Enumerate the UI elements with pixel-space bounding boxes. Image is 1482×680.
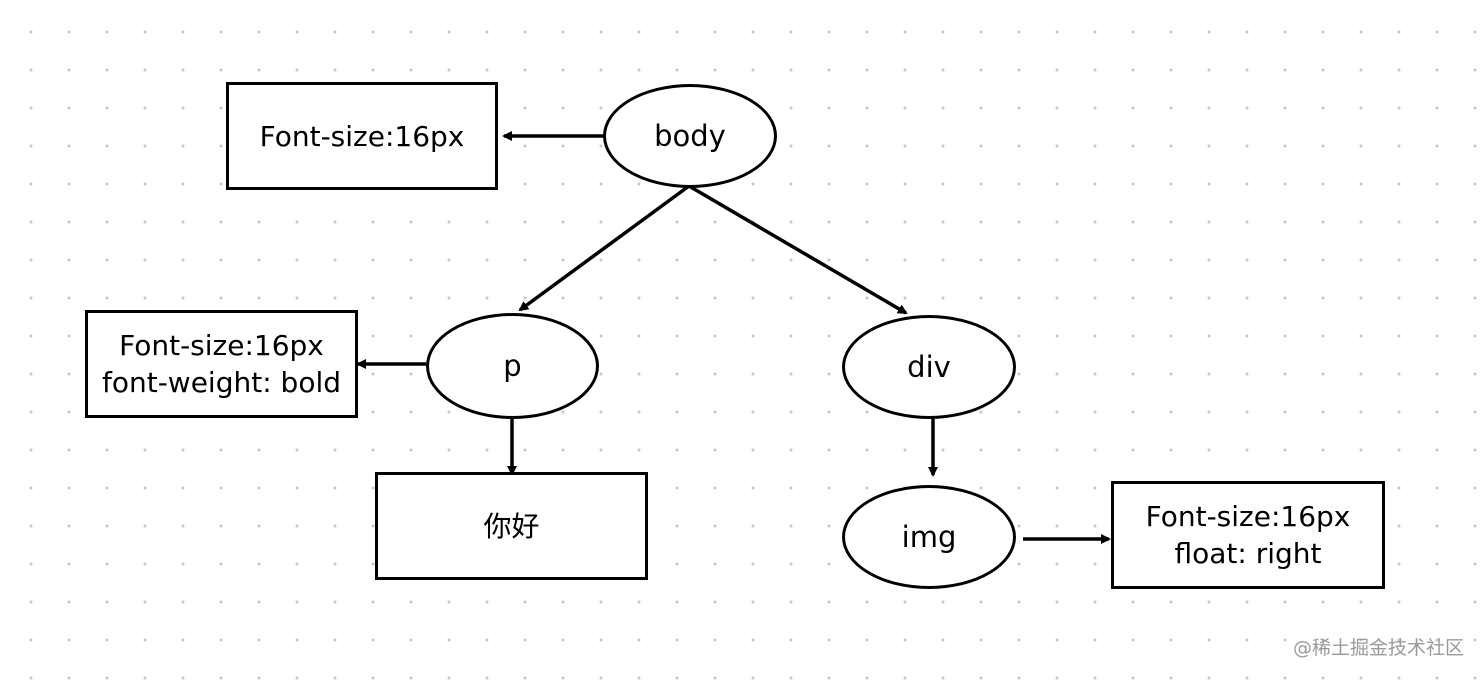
body-style-box: Font-size:16px [226,82,498,190]
body-node: body [603,84,777,188]
p-text-content: 你好 [483,509,540,543]
p-style-line2: font-weight: bold [101,366,341,399]
p-node: p [426,313,599,419]
edge-body-to-p [518,184,691,312]
img-node-label: img [901,520,957,554]
body-style-text: Font-size:16px [259,119,465,153]
p-style-box: Font-size:16px font-weight: bold [85,310,358,418]
img-style-line2: float: right [1174,537,1322,570]
watermark-text: @稀土掘金技术社区 [1292,637,1464,659]
img-style-line1: Font-size:16px [1145,500,1351,533]
p-style-line1: Font-size:16px [119,329,324,362]
edge-body-to-div [688,184,908,315]
body-node-label: body [654,119,726,153]
div-node: div [842,315,1016,419]
p-text-box: 你好 [375,472,648,580]
img-node: img [842,485,1016,589]
img-style-box: Font-size:16px float: right [1111,481,1385,589]
div-node-label: div [907,350,951,384]
p-node-label: p [503,349,522,383]
